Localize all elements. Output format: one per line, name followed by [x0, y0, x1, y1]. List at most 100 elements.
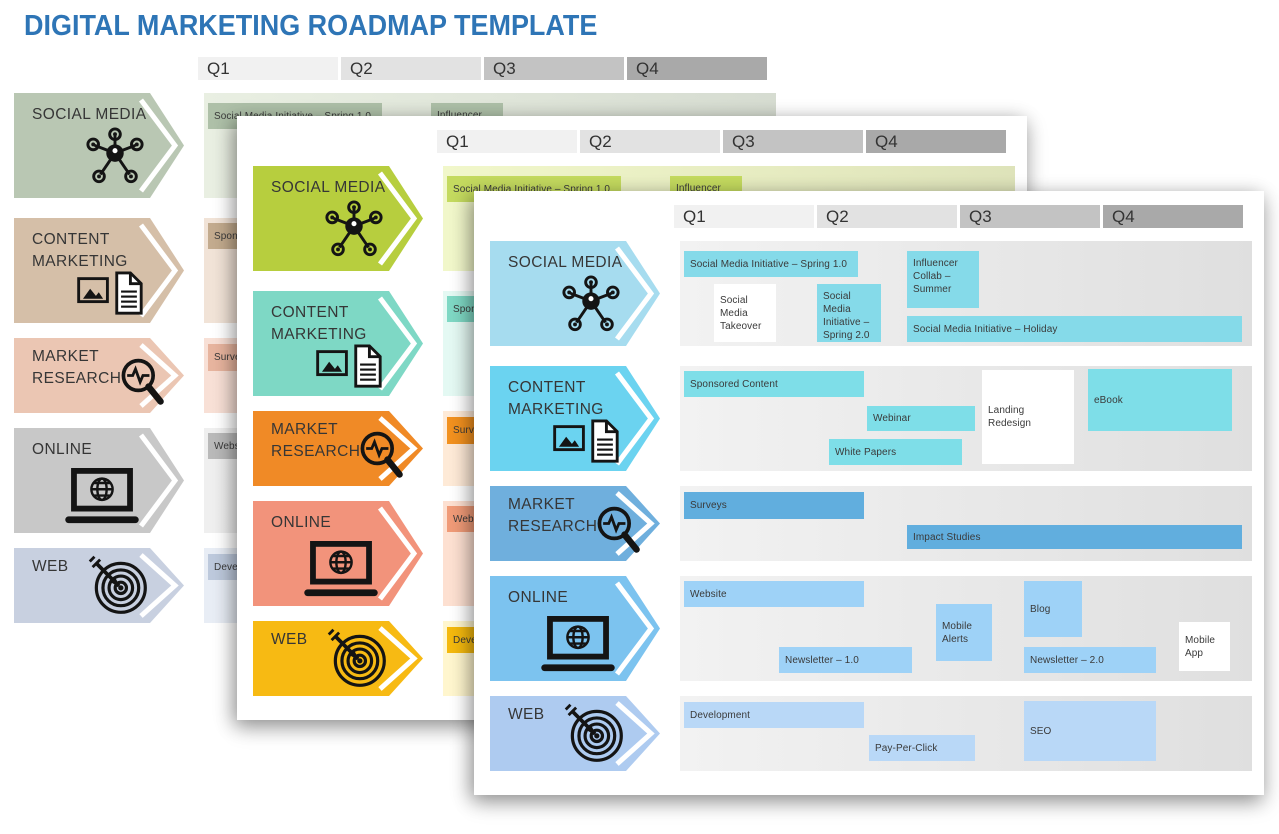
page-title: DIGITAL MARKETING ROADMAP TEMPLATE [24, 10, 598, 42]
back-quarter-header-q2: Q2 [341, 57, 481, 80]
task-label: Newsletter – 2.0 [1030, 654, 1104, 666]
task-label: Website [690, 588, 727, 600]
front-task-impact: Impact Studies [907, 525, 1242, 549]
quarter-label: Q3 [493, 58, 516, 78]
back-row-arrow-content: CONTENT MARKETING [14, 218, 184, 323]
front-task-mobileapp: Mobile App [1179, 622, 1230, 671]
task-label: Surveys [690, 500, 727, 511]
front-task-payperclick: Pay-Per-Click [869, 735, 975, 761]
front-task-surveys: Surveys [684, 492, 864, 519]
front-task-takeover: Social Media Takeover [714, 284, 776, 342]
middle-quarter-header-q1: Q1 [437, 130, 577, 153]
front-task-sponsored: Sponsored Content [684, 371, 864, 397]
front-task-webinar: Webinar [867, 406, 975, 431]
front-row-arrow-social: SOCIAL MEDIA [490, 241, 660, 346]
middle-quarter-header-q2: Q2 [580, 130, 720, 153]
row-label-online: ONLINE [32, 441, 93, 458]
front-task-mobilealerts: Mobile Alerts [936, 604, 992, 661]
row-label-web: WEB [271, 631, 308, 648]
task-label: Social Media Initiative – Spring 1.0 [690, 258, 848, 270]
laptop-globe-icon [540, 616, 616, 674]
laptop-globe-icon [64, 468, 140, 526]
back-row-arrow-online: ONLINE [14, 428, 184, 533]
back-quarter-header-q4: Q4 [627, 57, 767, 80]
middle-row-arrow-content: CONTENT MARKETING [253, 291, 423, 396]
row-label-social: SOCIAL MEDIA [32, 106, 147, 123]
quarter-label: Q4 [1112, 206, 1135, 226]
front-row-arrow-online: ONLINE [490, 576, 660, 681]
task-label: Social Media Initiative – Spring 1.0 [453, 183, 611, 195]
task-label: Website [453, 513, 490, 525]
middle-row-arrow-online: ONLINE [253, 501, 423, 606]
task-label: eBook [1094, 394, 1123, 406]
quarter-label: Q1 [683, 206, 706, 226]
row-label-content: CONTENT MARKETING [32, 231, 128, 270]
front-task-website: Website [684, 581, 864, 607]
back-row-arrow-research: MARKET RESEARCH [14, 338, 184, 413]
row-label-content: CONTENT MARKETING [271, 304, 367, 343]
task-label: Social Media Initiative – Holiday [913, 323, 1058, 335]
task-label: Surveys [453, 425, 490, 436]
task-label: Influencer Collab – Summer [913, 258, 958, 295]
image-document-icon [305, 343, 395, 389]
front-quarter-header-q2: Q2 [817, 205, 957, 228]
row-label-content: CONTENT MARKETING [508, 379, 604, 418]
image-document-icon [66, 270, 156, 316]
row-label-web: WEB [32, 558, 69, 575]
task-label: SEO [1030, 725, 1052, 737]
task-label: Impact Studies [913, 531, 981, 543]
front-task-influencer: Influencer Collab – Summer [907, 251, 979, 308]
middle-row-arrow-social: SOCIAL MEDIA [253, 166, 423, 271]
quarter-label: Q3 [732, 131, 755, 151]
target-dart-icon [562, 701, 626, 765]
front-task-seo: SEO [1024, 701, 1156, 761]
task-label: Website [214, 440, 251, 452]
task-label: Social Media Takeover [720, 294, 762, 332]
front-task-blog: Blog [1024, 581, 1082, 637]
front-row-arrow-web: WEB [490, 696, 660, 771]
back-quarter-header-q1: Q1 [198, 57, 338, 80]
quarter-label: Q2 [589, 131, 612, 151]
front-task-spring1: Social Media Initiative – Spring 1.0 [684, 251, 858, 277]
task-label: Development [690, 709, 751, 721]
task-label: Sponsored Content [690, 378, 778, 390]
network-icon [323, 199, 385, 261]
middle-quarter-header-q4: Q4 [866, 130, 1006, 153]
row-label-online: ONLINE [271, 514, 332, 531]
task-label: Webinar [873, 413, 911, 424]
middle-row-arrow-web: WEB [253, 621, 423, 696]
task-label: Social Media Initiative – Spring 2.0 [823, 291, 870, 341]
row-label-web: WEB [508, 706, 545, 723]
network-icon [84, 126, 146, 188]
front-task-newsletter2: Newsletter – 2.0 [1024, 647, 1156, 673]
row-label-research: MARKET RESEARCH [508, 496, 598, 535]
target-dart-icon [86, 553, 150, 617]
front-quarter-header-q3: Q3 [960, 205, 1100, 228]
magnifier-pulse-icon [592, 504, 644, 556]
front-task-holiday: Social Media Initiative – Holiday [907, 316, 1242, 342]
quarter-label: Q2 [826, 206, 849, 226]
front-task-development: Development [684, 702, 864, 728]
back-quarter-header-q3: Q3 [484, 57, 624, 80]
quarter-label: Q4 [875, 131, 898, 151]
laptop-globe-icon [303, 541, 379, 599]
image-document-icon [542, 418, 632, 464]
quarter-label: Q4 [636, 58, 659, 78]
front-task-spring2: Social Media Initiative – Spring 2.0 [817, 284, 881, 342]
front-row-arrow-research: MARKET RESEARCH [490, 486, 660, 561]
row-label-research: MARKET RESEARCH [32, 348, 122, 387]
target-dart-icon [325, 626, 389, 690]
quarter-label: Q1 [207, 58, 230, 78]
front-row-arrow-content: CONTENT MARKETING [490, 366, 660, 471]
row-label-research: MARKET RESEARCH [271, 421, 361, 460]
quarter-label: Q1 [446, 131, 469, 151]
front-task-ebook: eBook [1088, 369, 1232, 431]
task-label: Mobile Alerts [942, 620, 973, 645]
row-label-social: SOCIAL MEDIA [508, 254, 623, 271]
network-icon [560, 274, 622, 336]
